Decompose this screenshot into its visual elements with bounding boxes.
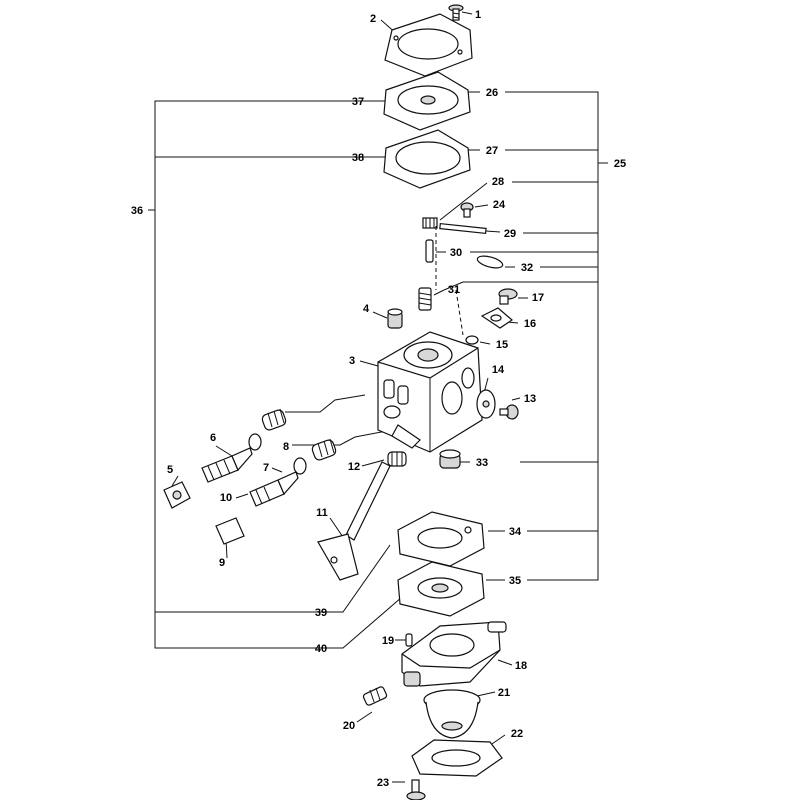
label-33: 33 (476, 457, 488, 469)
screw-1 (448, 4, 464, 21)
limiter-cap-5 (163, 481, 191, 509)
label-5: 5 (167, 464, 173, 476)
primer-bulb-21 (423, 689, 481, 739)
limiter-cap-9 (215, 517, 245, 545)
o-ring-32 (476, 255, 504, 269)
cover-plate-2 (384, 13, 473, 77)
label-34: 34 (509, 526, 522, 538)
needle-19 (405, 633, 413, 647)
label-37: 37 (352, 96, 364, 108)
label-8: 8 (283, 441, 289, 453)
cap-33 (439, 449, 461, 469)
needle-30 (425, 239, 434, 263)
label-6: 6 (210, 432, 216, 444)
diaphragm-14 (476, 389, 496, 419)
pump-body-18 (401, 621, 507, 687)
label-36: 36 (131, 205, 143, 217)
spring-8a (261, 408, 287, 431)
bracket-36 (148, 100, 368, 649)
label-10: 10 (220, 492, 232, 504)
label-38: 38 (352, 152, 364, 164)
screw-17 (498, 288, 518, 305)
label-27: 27 (486, 145, 498, 157)
metering-lever-28 (422, 217, 438, 229)
label-21: 21 (498, 687, 510, 699)
label-28: 28 (492, 176, 504, 188)
carburetor-body-3 (377, 331, 483, 453)
label-29: 29 (504, 228, 516, 240)
screw-20 (362, 686, 388, 706)
screw-24 (460, 202, 474, 218)
label-13: 13 (524, 393, 536, 405)
label-11: 11 (316, 507, 328, 519)
adjusting-screw-6 (201, 447, 253, 483)
label-2: 2 (370, 13, 376, 25)
label-1: 1 (475, 9, 481, 21)
label-32: 32 (521, 262, 533, 274)
label-23: 23 (377, 777, 389, 789)
diaphragm-37 (383, 71, 471, 131)
label-40: 40 (315, 643, 327, 655)
washer-7a (248, 433, 262, 451)
plug-4 (387, 308, 403, 329)
washer-7b (293, 457, 307, 475)
label-39: 39 (315, 607, 327, 619)
label-9: 9 (219, 557, 225, 569)
label-7: 7 (263, 462, 269, 474)
label-17: 17 (532, 292, 544, 304)
label-14: 14 (492, 364, 505, 376)
spring-12 (387, 451, 407, 467)
label-20: 20 (343, 720, 355, 732)
bracket-25 (463, 91, 608, 581)
label-25: 25 (614, 158, 626, 170)
gasket-38 (383, 129, 471, 189)
label-15: 15 (496, 339, 508, 351)
pin-29 (439, 222, 487, 235)
washer-15 (465, 335, 479, 345)
diaphragm-35 (397, 561, 485, 617)
flange-22 (411, 739, 503, 777)
label-30: 30 (450, 247, 462, 259)
label-12: 12 (348, 461, 360, 473)
cover-16 (480, 307, 513, 329)
label-16: 16 (524, 318, 536, 330)
label-19: 19 (382, 635, 394, 647)
gasket-34 (397, 511, 485, 567)
label-31: 31 (448, 284, 460, 296)
bolt-23 (406, 779, 426, 800)
label-26: 26 (486, 87, 498, 99)
leader-lines (171, 11, 528, 783)
label-4: 4 (363, 303, 370, 315)
label-3: 3 (349, 355, 355, 367)
screw-13 (499, 404, 519, 420)
label-35: 35 (509, 575, 521, 587)
label-24: 24 (493, 199, 506, 211)
label-22: 22 (511, 728, 523, 740)
spring-31 (418, 287, 432, 311)
adjusting-screw-10 (249, 471, 299, 507)
spring-8b (311, 438, 337, 461)
part-labels: 1 2 26 37 27 38 25 28 24 36 29 30 32 31 … (131, 9, 626, 789)
label-18: 18 (515, 660, 527, 672)
throttle-shaft-11 (317, 461, 391, 581)
